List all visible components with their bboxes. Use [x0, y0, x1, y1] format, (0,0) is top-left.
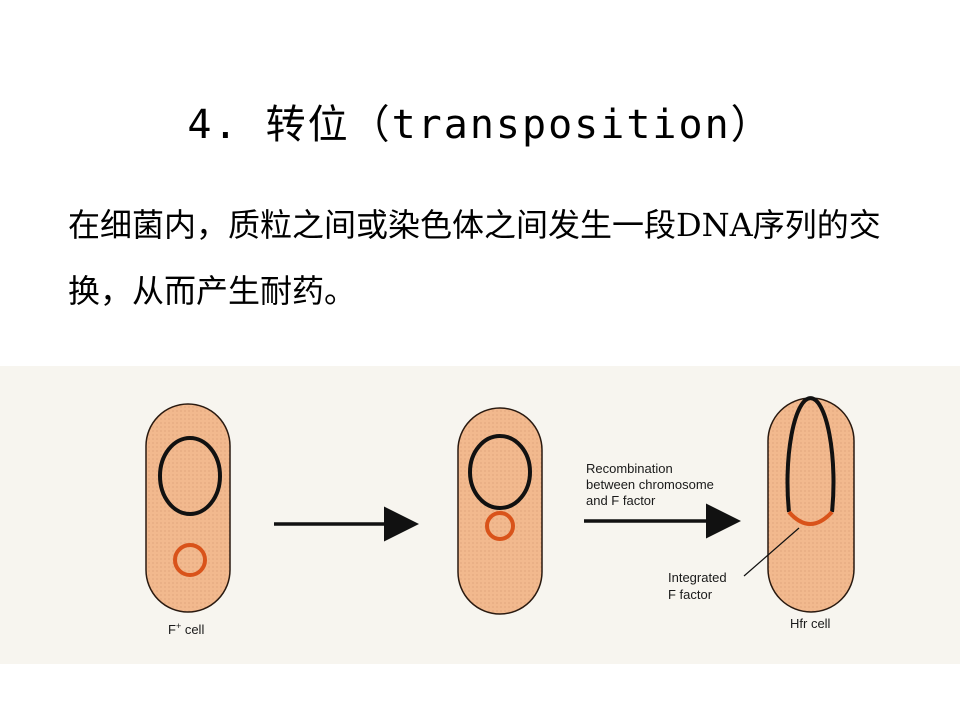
- hfr-cell-body: [767, 397, 855, 613]
- middle-chromosome: [468, 434, 532, 510]
- diagram-figure: F+ cell Recombination between chromosome…: [0, 366, 960, 664]
- middle-cell: [457, 407, 543, 615]
- recombination-label-line3: and F factor: [586, 493, 656, 508]
- diagram-svg: F+ cell Recombination between chromosome…: [145, 396, 855, 637]
- recombination-label-line1: Recombination: [586, 461, 673, 476]
- middle-f-factor: [485, 511, 515, 541]
- recombination-label-line2: between chromosome: [586, 477, 714, 492]
- integrated-label-line1: Integrated: [668, 570, 727, 585]
- hfr-integrated-f-factor: [787, 510, 834, 526]
- integrated-pointer-line: [743, 527, 800, 577]
- f-plus-cell-label: F+ cell: [168, 621, 204, 637]
- hfr-chromosome: [785, 396, 836, 513]
- hfr-cell-label: Hfr cell: [790, 616, 831, 631]
- integrated-label-line2: F factor: [668, 587, 713, 602]
- f-plus-f-factor: [173, 543, 207, 577]
- f-plus-cell-body: [145, 403, 231, 613]
- f-plus-cell: [145, 403, 231, 613]
- hfr-cell: [767, 396, 855, 613]
- slide-body-text: 在细菌内，质粒之间或染色体之间发生一段DNA序列的交换，从而产生耐药。: [68, 206, 881, 310]
- f-plus-chromosome: [158, 436, 222, 516]
- slide-title: 4. 转位（transposition）: [187, 102, 773, 148]
